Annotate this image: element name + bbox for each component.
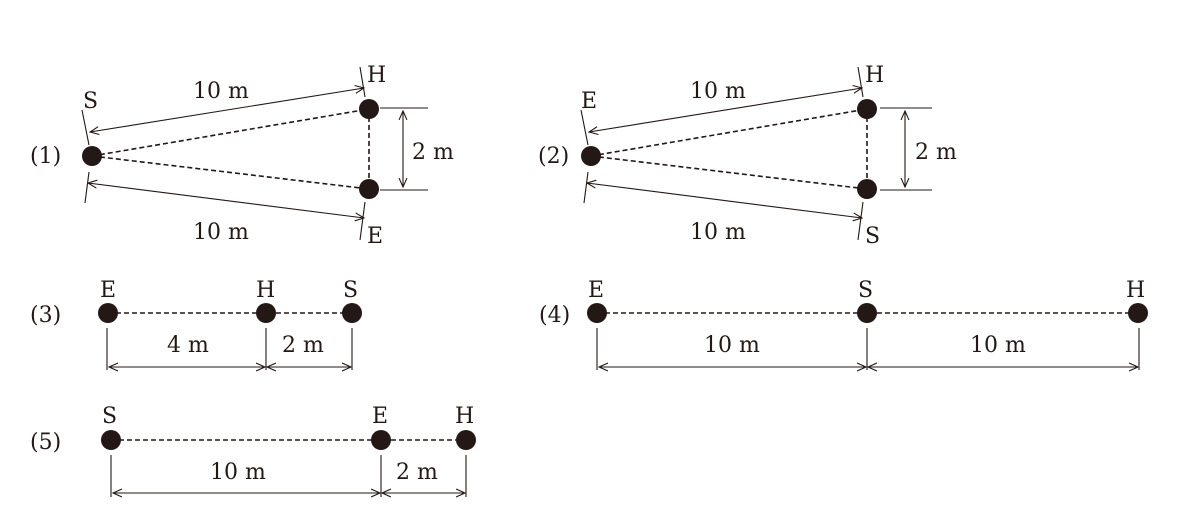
diagram-4: (4) E S H 10 m 10 m xyxy=(539,278,1148,370)
diagram-label: (4) xyxy=(539,303,570,328)
point-label: S xyxy=(343,278,358,303)
diagram-5: (5) S E H 10 m 2 m xyxy=(30,404,476,497)
point-e xyxy=(359,179,379,199)
point-label: S xyxy=(83,89,98,114)
point-label: E xyxy=(372,404,388,429)
point-label: E xyxy=(581,89,597,114)
diagram-3: (3) E H S 4 m 2 m xyxy=(30,278,362,370)
distance-label: 10 m xyxy=(970,333,1026,358)
point-label: E xyxy=(100,278,116,303)
point-h xyxy=(359,99,379,119)
distance-label: 10 m xyxy=(210,460,266,485)
point-label: E xyxy=(588,278,604,303)
diagram-label: (5) xyxy=(30,430,61,455)
point-h xyxy=(857,99,877,119)
diagram-label: (1) xyxy=(30,144,61,169)
distance-label: 10 m xyxy=(193,79,249,104)
diagram-1: (1) S H E 10 m 10 m 2 m xyxy=(30,63,454,249)
point-s xyxy=(82,146,102,166)
distance-label: 4 m xyxy=(167,333,209,358)
distance-label: 10 m xyxy=(690,220,746,245)
diagram-label: (2) xyxy=(538,144,569,169)
point-label: H xyxy=(455,404,474,429)
point-label: E xyxy=(367,224,383,249)
point-e xyxy=(581,146,601,166)
distance-label: 10 m xyxy=(704,333,760,358)
distance-label: 2 m xyxy=(396,460,438,485)
point-label: H xyxy=(367,63,386,88)
distance-label: 2 m xyxy=(915,140,957,165)
diagram-2: (2) E H S 10 m 10 m 2 m xyxy=(538,63,957,249)
diagram-label: (3) xyxy=(30,303,61,328)
distance-label: 2 m xyxy=(412,140,454,165)
point-label: H xyxy=(256,278,275,303)
point-label: S xyxy=(865,224,880,249)
point-label: H xyxy=(1126,278,1145,303)
point-label: S xyxy=(102,404,117,429)
point-label: S xyxy=(858,278,873,303)
distance-label: 10 m xyxy=(193,220,249,245)
point-label: H xyxy=(865,63,884,88)
distance-label: 2 m xyxy=(282,333,324,358)
distance-label: 10 m xyxy=(690,79,746,104)
point-s xyxy=(857,179,877,199)
